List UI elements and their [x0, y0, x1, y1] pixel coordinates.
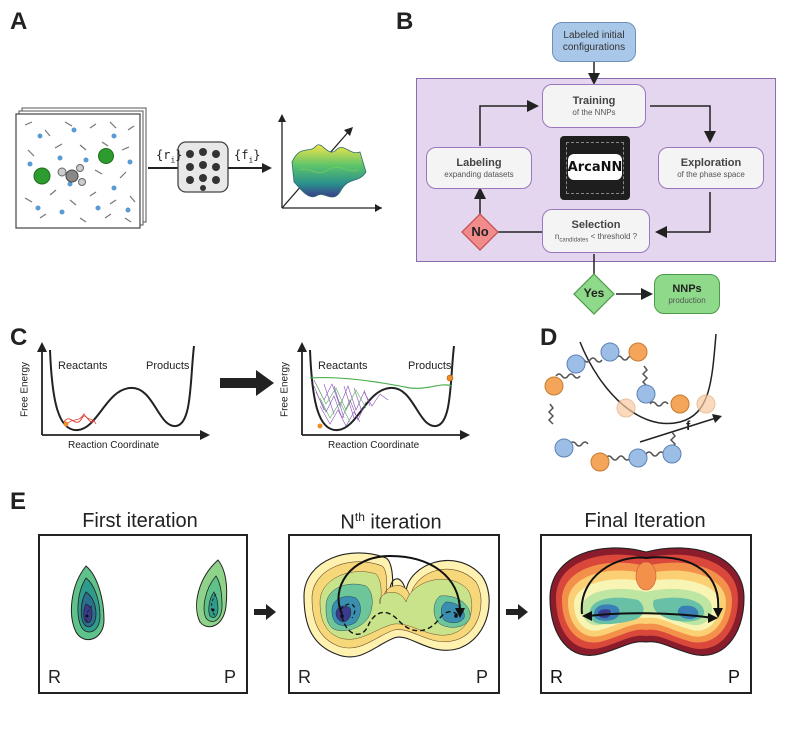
- free-energy-curve-right: [309, 345, 455, 432]
- green-atom-right: [98, 148, 114, 164]
- selection-criterion: ncandidates < threshold ?: [554, 231, 638, 244]
- panel-c-left-labels: Reactants Products Reaction Coordinate F…: [20, 340, 210, 455]
- first-r-label: R: [48, 667, 61, 687]
- energy-surface: [291, 144, 367, 198]
- bead: [628, 342, 648, 362]
- initial-line2: configurations: [562, 42, 626, 53]
- yes-decision-diamond: [573, 273, 615, 315]
- arrow-first-to-nth: [254, 604, 276, 620]
- green-trajectories: [315, 383, 367, 423]
- exploration-subtitle: of the phase space: [677, 170, 745, 179]
- nth-iteration-box: R P: [288, 534, 500, 694]
- panel-c-right-labels: Reactants Products Reaction Coordinate F…: [280, 340, 470, 455]
- final-p-label: P: [727, 667, 740, 687]
- nth-p-label: P: [475, 667, 488, 687]
- free-energy-curve-left: [49, 345, 195, 432]
- arcann-chip-logo: ArcaNN: [560, 136, 630, 200]
- first-iteration-title: First iteration: [82, 510, 198, 532]
- neural-network-nodes: [186, 148, 220, 191]
- panel-c-big-arrow: [220, 370, 274, 396]
- reactants-label-right: Reactants: [318, 360, 368, 372]
- bead-faded: [616, 398, 636, 418]
- panel-letter-d: D: [540, 324, 558, 351]
- initial-configurations-box: Labeled initial configurations: [552, 22, 636, 62]
- first-p-label: P: [223, 667, 236, 687]
- products-label-right: Products: [408, 360, 452, 372]
- ylabel-left: Free Energy: [19, 361, 31, 418]
- nnps-production-box: NNPs production: [654, 274, 720, 314]
- nth-iteration-landscape: [303, 552, 490, 658]
- ylabel-right: Free Energy: [279, 361, 291, 418]
- label-ri: {ri}: [156, 148, 183, 165]
- labeling-box: Labeling expanding datasets: [426, 147, 532, 189]
- exploration-box: Exploration of the phase space: [658, 147, 764, 189]
- potential-curve: [579, 333, 717, 425]
- bead: [590, 452, 610, 472]
- labeling-title: Labeling: [456, 157, 502, 169]
- panel-d-ring-polymer: [544, 333, 722, 472]
- arrow-nth-to-final: [506, 604, 528, 620]
- final-iteration-landscape: [549, 547, 745, 656]
- panel-letter-e: E: [10, 488, 27, 515]
- first-iteration-landscape: [70, 559, 228, 641]
- bead: [554, 438, 574, 458]
- bead: [600, 342, 620, 362]
- bead: [662, 444, 682, 464]
- final-r-label: R: [550, 667, 563, 687]
- selection-title: Selection: [571, 218, 621, 231]
- products-label-left: Products: [146, 360, 190, 372]
- reactants-label-left: Reactants: [58, 360, 108, 372]
- training-box: Training of the NNPs: [542, 84, 646, 128]
- nth-r-label: R: [298, 667, 311, 687]
- panel-c-right-plot: [297, 342, 470, 440]
- bead: [566, 354, 586, 374]
- nth-iteration-title: Nth iteration: [340, 510, 442, 534]
- labeling-subtitle: expanding datasets: [444, 170, 514, 179]
- panel-b-arrows: [461, 62, 716, 315]
- label-fi: {fi}: [234, 148, 261, 165]
- yes-label: Yes: [583, 286, 605, 300]
- panel-letter-a: A: [10, 8, 28, 35]
- no-label: No: [471, 224, 489, 239]
- first-iteration-box: R P: [38, 534, 248, 694]
- xlabel-right: Reaction Coordinate: [328, 440, 420, 451]
- final-iteration-box: R P: [540, 534, 752, 694]
- xlabel-left: Reaction Coordinate: [68, 440, 160, 451]
- panel-c-left-plot: [37, 342, 210, 440]
- bead: [636, 384, 656, 404]
- central-molecule: [57, 164, 86, 186]
- bead: [670, 394, 690, 414]
- springs: [547, 355, 677, 461]
- exploration-title: Exploration: [680, 157, 742, 169]
- nnps-title: NNPs: [672, 283, 702, 295]
- trajectory-left: [63, 415, 95, 423]
- bead-faded: [696, 394, 716, 414]
- panel-letter-c: C: [10, 324, 28, 351]
- green-atom-left: [33, 167, 51, 185]
- bead: [628, 448, 648, 468]
- force-label: f: [686, 418, 691, 433]
- no-decision-diamond: [461, 213, 499, 251]
- initial-line1: Labeled initial: [563, 30, 625, 41]
- selection-box: Selection ncandidates < threshold ?: [542, 209, 650, 253]
- panel-letter-b: B: [396, 8, 414, 35]
- training-title: Training: [572, 95, 616, 107]
- bead: [544, 376, 564, 396]
- training-subtitle: of the NNPs: [572, 108, 616, 117]
- nnps-subtitle: production: [668, 296, 706, 305]
- panel-a-workflow: [15, 107, 382, 229]
- arcann-logo-text: ArcaNN: [568, 154, 622, 180]
- final-iteration-title: Final Iteration: [584, 510, 706, 532]
